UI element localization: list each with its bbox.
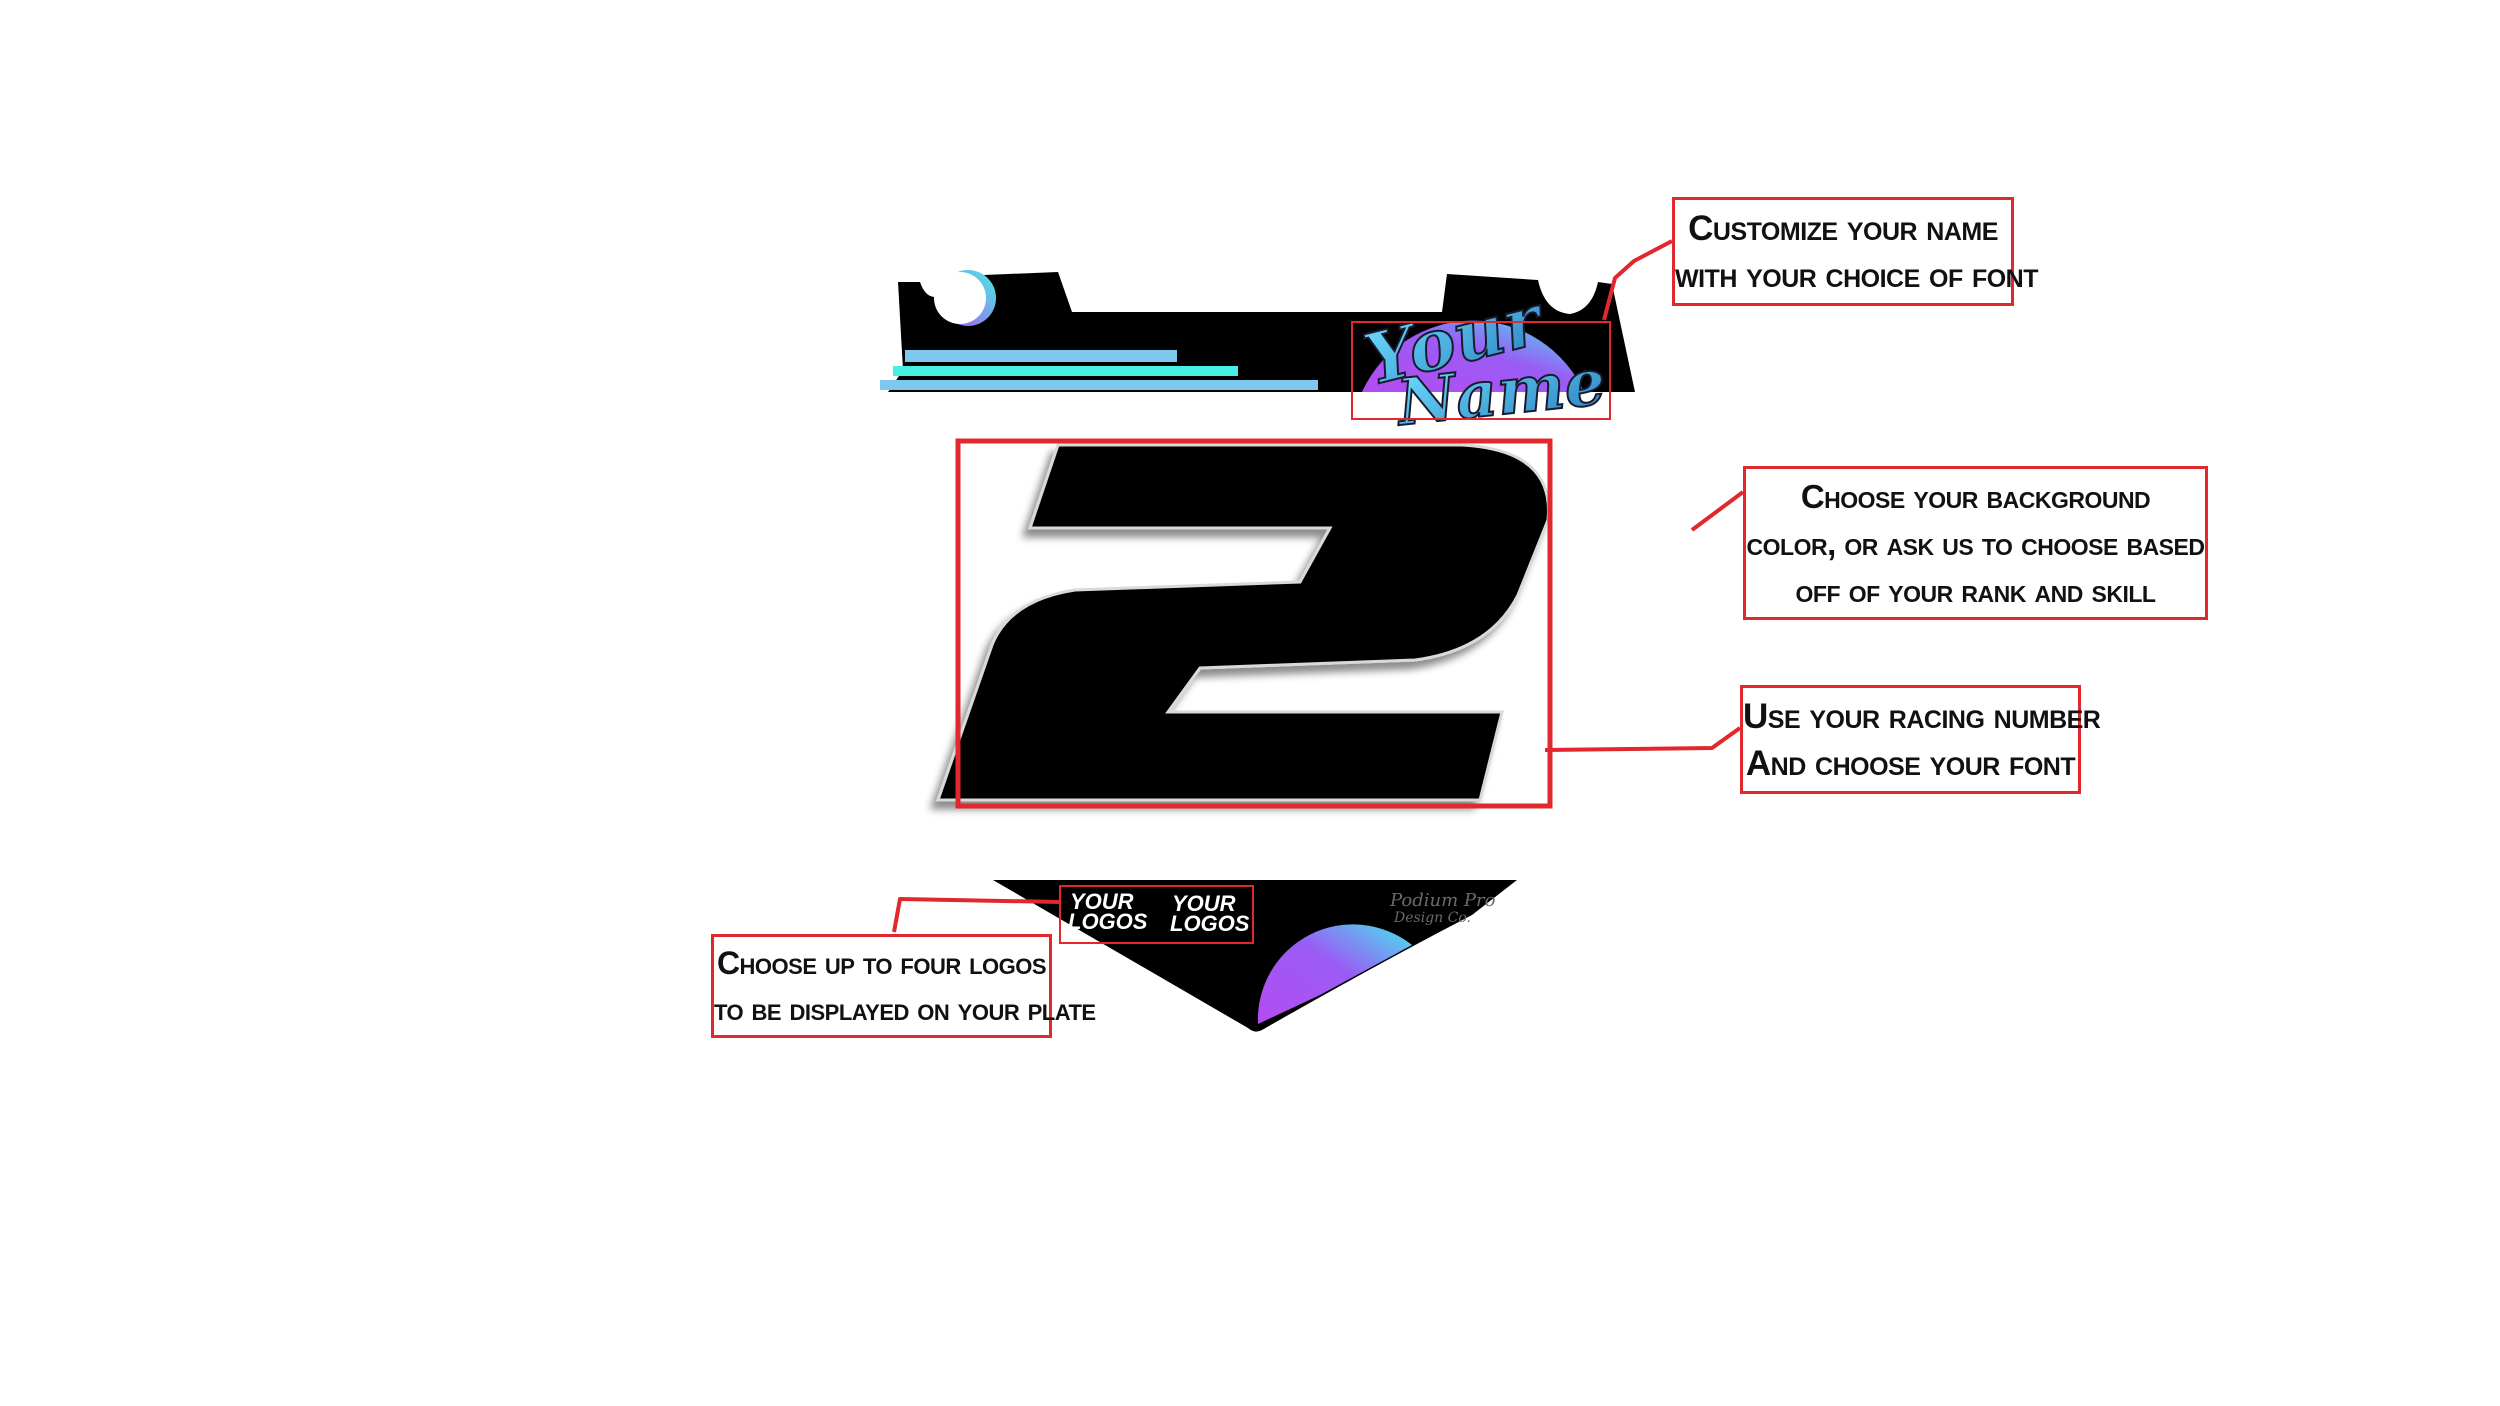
callout-bg-line-3: off of your rank and skill [1795,571,2156,609]
callout-name-line-2: with your choice of font [1675,255,2038,295]
callout-bg-line-2: color, or ask us to choose based [1746,524,2205,562]
stripe-2 [893,366,1238,376]
logo-1-line-1: YOUR [1070,889,1134,914]
stripe-1 [905,350,1177,362]
callout-name-line-1: Customize your name [1688,208,1998,248]
number-2-shape [935,443,1550,802]
bottom-plate: YOUR LOGOS YOUR LOGOS Podium Pro Design … [993,880,1517,1032]
background-connector [1690,490,1745,532]
callout-background-color: Choose your background color, or ask us … [1743,466,2208,620]
top-gradient-sun [1362,320,1584,392]
callout-racing-number: Use your racing number And choose your f… [1740,685,2101,794]
bottom-gradient-sun [1257,924,1412,1024]
callout-logo-line-2: to be displayed on your plate [714,991,1096,1027]
name-highlight-box [1351,321,1611,420]
brand-line-1: Podium Pro [1389,890,1496,911]
callout-logo-line-1: Choose up to four logos [716,945,1047,981]
logos-connector [892,897,1061,933]
logo-1-line-2: LOGOS [1068,909,1148,934]
stripe-3 [880,380,1318,390]
name-connector [1602,239,1673,321]
top-plate [880,270,1635,392]
plate-name-text: Your Name [1355,276,1610,443]
callout-connectors [892,239,1745,933]
logo-2-line-1: YOUR [1172,891,1236,916]
bottom-plate-shape [993,880,1517,1032]
logo-2-line-2: LOGOS [1170,911,1250,936]
number-highlight-box [955,438,1553,809]
logos-highlight-box [1059,885,1254,944]
brand-line-2: Design Co. [1393,910,1471,926]
callout-logos: Choose up to four logos to be displayed … [711,934,1096,1038]
callout-bg-line-1: Choose your background [1800,477,2151,515]
top-left-cutout [934,272,986,324]
callout-num-line-2: And choose your font [1745,743,2076,783]
number-connector [1544,726,1742,752]
callout-customize-name: Customize your name with your choice of … [1672,197,2038,306]
callout-num-line-1: Use your racing number [1743,696,2101,736]
racing-number [935,443,1550,802]
